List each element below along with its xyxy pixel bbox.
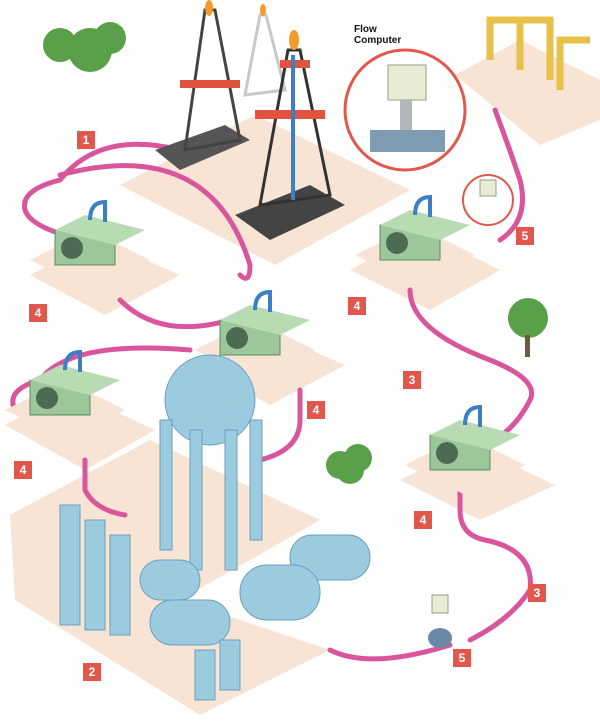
badge-4: 4: [414, 511, 432, 529]
pipeline: [10, 107, 534, 662]
badge-4: 4: [14, 461, 32, 479]
meter-station-piping: [486, 16, 590, 90]
badge-2: 2: [83, 663, 101, 681]
badge-1: 1: [77, 131, 95, 149]
flow-computer-callout: [343, 48, 514, 648]
platform-meter-station: [455, 40, 600, 145]
processing-plant: [59, 354, 371, 701]
badge-4: 4: [29, 304, 47, 322]
trees: [43, 22, 548, 484]
badge-5: 5: [516, 227, 534, 245]
badge-4: 4: [307, 401, 325, 419]
badge-3: 3: [528, 584, 546, 602]
gas-wells: [155, 0, 345, 240]
badge-5: 5: [453, 649, 471, 667]
badge-3: 3: [403, 371, 421, 389]
flow-computer-label: Flow Computer: [354, 24, 402, 46]
badge-4: 4: [348, 297, 366, 315]
